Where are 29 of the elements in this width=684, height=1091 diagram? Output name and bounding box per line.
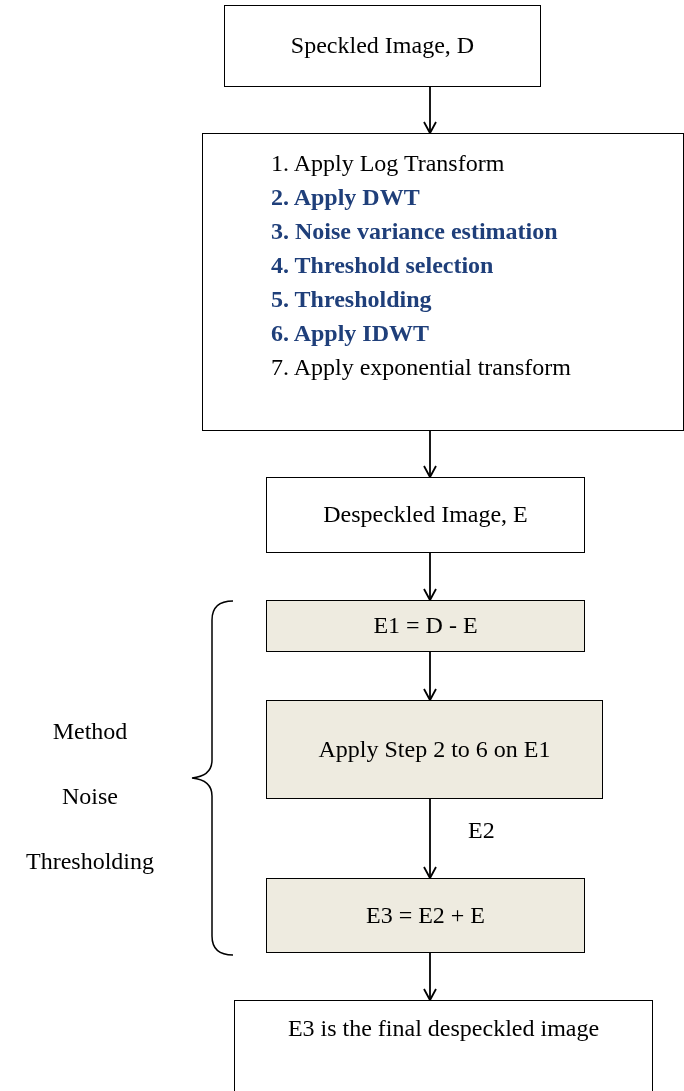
side-label: Noise [62,783,118,810]
step-text: 3. Noise variance estimation [271,217,559,246]
steps-box [202,133,684,431]
side-label: Thresholding [26,848,154,875]
process-box [266,600,585,652]
process-box [266,477,585,553]
process-box [266,878,585,953]
box-text: E3 = E2 + E [365,900,486,930]
arrow [423,798,437,879]
box-text: Apply Step 2 to 6 on E1 [318,734,551,764]
process-box [266,700,603,799]
arrow [423,430,437,478]
arrow [423,651,437,701]
process-box [234,1000,653,1091]
step-text: 1. Apply Log Transform [271,149,506,178]
arrow [423,86,437,134]
box-text: E3 is the final despeckled image [286,1014,601,1043]
arrow [423,552,437,601]
step-text: 2. Apply DWT [271,183,421,212]
box-text: E1 = D - E [373,611,478,641]
process-box [224,5,541,87]
step-text: 6. Apply IDWT [271,319,431,348]
step-text: 4. Threshold selection [271,251,495,280]
box-text: Despeckled Image, E [323,500,528,530]
step-text: 7. Apply exponential transform [271,353,572,382]
step-text: 5. Thresholding [271,285,433,314]
arrow [423,952,437,1001]
side-label: Method [52,718,128,745]
box-text: Speckled Image, D [290,31,475,61]
